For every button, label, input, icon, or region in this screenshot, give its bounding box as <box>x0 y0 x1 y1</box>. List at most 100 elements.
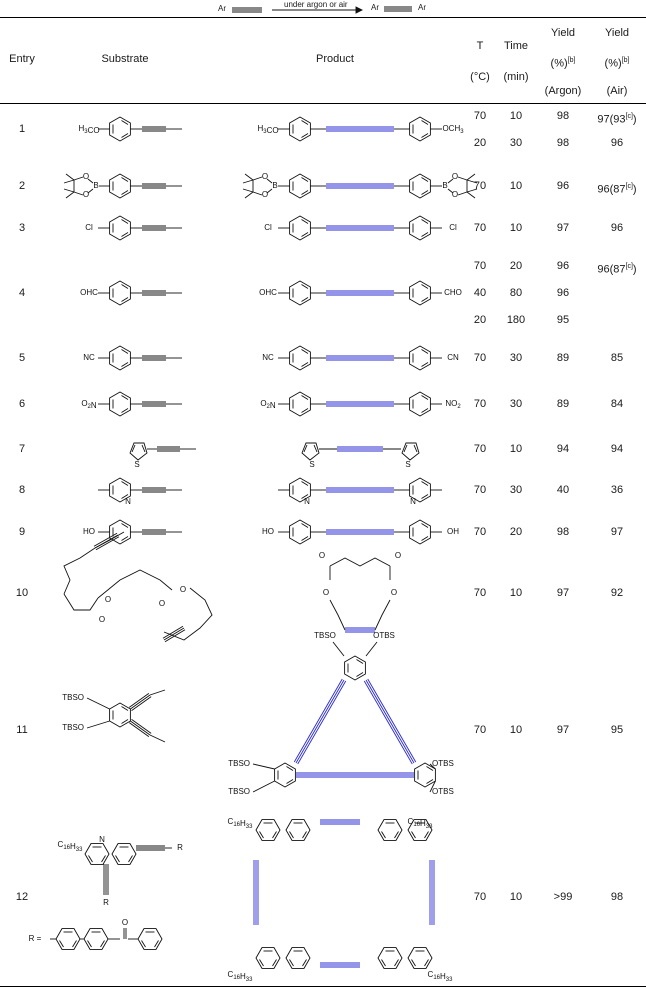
product-7-thiophene-right <box>401 442 420 461</box>
header-yield-air-note: [b] <box>621 57 630 64</box>
substrate-2-ring <box>109 173 131 199</box>
table-cell-yield-argon: 40 <box>556 484 570 496</box>
product-10-ester-o: O <box>391 588 397 597</box>
header-temp-label: T <box>476 40 484 52</box>
bond <box>447 178 454 184</box>
product-9-ring-left <box>289 519 311 545</box>
substrate-6-substituent: O2N <box>81 399 97 410</box>
product-8-nitrogen-left: N <box>304 497 310 506</box>
alkyne-bond <box>162 625 184 639</box>
product-4-left-sub: OHC <box>259 288 277 297</box>
bond <box>73 191 84 196</box>
product-1-right-sub: OCH3 <box>442 124 464 134</box>
header-rule <box>0 103 646 104</box>
scheme-graphic <box>232 6 412 14</box>
header-time-label: Time <box>503 40 529 52</box>
bond <box>87 188 94 194</box>
table-cell-yield-argon: 95 <box>556 314 570 326</box>
bond <box>429 763 436 770</box>
table-cell-yield-air: 36 <box>610 484 624 496</box>
substrate-2-pinacol-oxygen: O <box>83 190 89 199</box>
new-alkyne-bond <box>293 678 343 763</box>
table-cell-yield-argon: 96 <box>556 287 570 299</box>
header-yield-argon: Yield (%)[b] (Argon) <box>540 27 586 98</box>
product-5-ring-left <box>289 345 311 371</box>
table-cell-yield-argon: 98 <box>556 526 570 538</box>
bond <box>141 444 146 453</box>
substrate-11-otbs: TBSO <box>62 693 84 702</box>
new-alkyne-bond <box>363 680 413 765</box>
product-11-otbs: OTBS <box>373 631 395 640</box>
table-cell-entry: 10 <box>15 587 29 599</box>
product-11-otbs: TBSO <box>314 631 336 640</box>
bond <box>466 191 476 199</box>
bond <box>244 191 254 199</box>
table-cell-temp: 70 <box>473 222 487 234</box>
substrate-5-ring <box>109 345 131 371</box>
alkyne-bond <box>130 694 151 710</box>
alkyne-bond <box>130 720 151 736</box>
substrate-12-alkyl: C16H33 <box>58 840 84 852</box>
product-2-ring-right <box>409 173 431 199</box>
top-rule <box>0 17 646 18</box>
bond <box>429 780 436 793</box>
bond <box>266 178 273 184</box>
scheme-conditions: under argon or air <box>284 0 348 9</box>
r-group-ring <box>55 928 81 950</box>
product-6-ring-left <box>289 391 311 417</box>
substrate-9-substituent: HO <box>83 527 95 536</box>
product-11-otbs: OTBS <box>432 787 454 796</box>
product-3-right-sub: Cl <box>449 223 457 232</box>
product-2-pinacol-right-boron: B <box>442 181 447 190</box>
bond <box>149 734 166 743</box>
product-7-thiophene-right-sulfur: S <box>405 460 410 469</box>
substrate-12-nitrogen: N <box>99 835 105 844</box>
table-cell-entry: 1 <box>18 123 26 135</box>
substrate-12-r: R <box>103 898 109 907</box>
product-6-ring-right <box>409 391 431 417</box>
header-yield-air-unit: (%) <box>604 57 622 70</box>
table-cell-time: 10 <box>509 891 523 903</box>
new-alkyne-bond <box>365 679 415 764</box>
table-cell-temp: 70 <box>473 891 487 903</box>
substrate-2-pinacol-boron: B <box>93 181 98 190</box>
alkyne-bond <box>93 532 118 547</box>
table-cell-yield-argon: 96 <box>556 260 570 272</box>
substrate-10-oxygen: O <box>105 595 111 604</box>
bond <box>466 188 478 193</box>
table-cell-temp: 70 <box>473 352 487 364</box>
product-12-ring <box>255 819 281 841</box>
table-cell-yield-air: 96 <box>610 222 624 234</box>
product-11-otbs: TBSO <box>228 787 250 796</box>
table-cell-yield-air: 96(87[c]) <box>597 263 637 276</box>
bond <box>252 780 275 793</box>
table-cell-yield-air: 96 <box>610 137 624 149</box>
product-11-ring <box>274 762 296 788</box>
product-10-ring <box>329 557 391 567</box>
product-12-alkyl: C16H33 <box>228 970 254 982</box>
product-1-left-sub: H3CO <box>257 124 278 135</box>
bond <box>447 188 454 194</box>
yield-air-footnote: [c] <box>625 263 633 270</box>
product-12-alkyl: C16H33 <box>428 970 454 982</box>
substrate-10-oxygen: O <box>159 599 165 608</box>
alkyne-bond <box>131 719 152 734</box>
table-cell-time: 30 <box>509 484 523 496</box>
substrate-12-ring <box>84 843 110 865</box>
table-cell-yield-air: 95 <box>610 724 624 736</box>
alkyne-bond <box>95 536 120 551</box>
table-cell-entry: 11 <box>16 724 28 736</box>
table-cell-time: 30 <box>509 398 523 410</box>
product-12-ring <box>285 947 311 969</box>
product-5-left-sub: NC <box>262 353 274 362</box>
table-cell-entry: 5 <box>18 352 26 364</box>
bond <box>266 188 273 194</box>
substrate-10-oxygen: O <box>180 585 186 594</box>
table-cell-temp: 70 <box>473 443 487 455</box>
product-2-pinacol-left-oxygen: O <box>262 190 268 199</box>
alkyne-bond <box>128 722 150 737</box>
product-12-alkyl: C16H33 <box>408 817 434 829</box>
substrate-10-chain <box>63 593 99 611</box>
table-cell-yield-air: 92 <box>610 587 624 599</box>
bond <box>252 763 275 770</box>
